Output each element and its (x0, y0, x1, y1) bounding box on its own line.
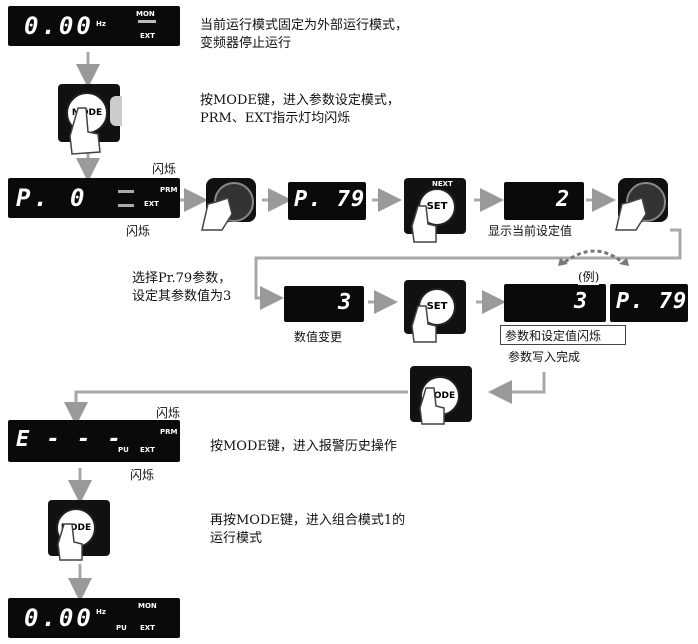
display-value-3b: 3 (504, 284, 606, 322)
display-p79: P. 79 (288, 182, 366, 220)
display-p79-value: P. 79 (294, 187, 366, 212)
display-p79-flash: P. 79 (610, 284, 688, 322)
step2-text-1: 按MODE键，进入参数设定模式， (200, 93, 400, 108)
display-value-2-text: 2 (556, 187, 573, 212)
param-flash-label: 参数和设定值闪烁 (505, 329, 602, 343)
led-bar-2 (118, 204, 134, 207)
display-value-2: 2 (504, 182, 584, 220)
display-error-text: E - - - (16, 427, 123, 452)
display-value-3a-text: 3 (338, 290, 355, 315)
display-final: 0.00 Hz MON PU EXT (8, 598, 180, 638)
adjacent-key-1 (110, 96, 122, 126)
mon-led (138, 20, 156, 23)
display-value-3b-text: 3 (574, 289, 591, 314)
indicator-mon-2: MON (138, 602, 157, 610)
indicator-ext-4: EXT (140, 624, 155, 632)
indicator-prm: PRM (160, 186, 178, 194)
step1-text-2: 变频器停止运行 (200, 36, 292, 51)
hand-icon-4 (615, 197, 647, 231)
flash-label-bottom-2: 闪烁 (130, 468, 155, 482)
display-initial-value: 0.00 (24, 12, 94, 40)
step4-text: 按MODE键，进入报警历史操作 (210, 439, 397, 454)
indicator-pu: PU (118, 446, 129, 454)
mode-key-2-label: MODE (424, 391, 456, 401)
indicator-pu-2: PU (116, 624, 127, 632)
step3-text-1: 选择Pr.79参数， (132, 271, 232, 286)
example-arc (564, 249, 623, 264)
led-bar-1 (118, 190, 134, 193)
hand-icon-1 (69, 107, 101, 155)
display-final-value: 0.00 (24, 604, 94, 632)
display-p0-value: 0 (70, 184, 88, 212)
param-write-label: 参数写入完成 (508, 350, 581, 364)
indicator-hz: Hz (96, 20, 106, 28)
indicator-ext-3: EXT (140, 446, 155, 454)
hand-icon-3 (411, 205, 437, 243)
connector-row3-row4 (254, 228, 682, 310)
example-arc-head-right (619, 258, 629, 266)
example-label: (例) (578, 268, 600, 285)
step2-text-2: PRM、EXT指示灯均闪烁 (200, 111, 351, 126)
flash-label-bottom: 闪烁 (126, 224, 151, 238)
connector-row4-mode (488, 372, 546, 404)
hand-icon-7 (57, 523, 83, 561)
display-p79-flash-text: P. 79 (616, 289, 688, 314)
step3-text-2: 设定其参数值为3 (132, 289, 232, 304)
set-key-2-label: SET (426, 301, 448, 312)
value-change-label: 数值变更 (294, 330, 343, 344)
indicator-hz-2: Hz (96, 608, 106, 616)
step1-text-1: 当前运行模式固定为外部运行模式， (200, 18, 409, 33)
mode-key-3-label: MODE (60, 523, 92, 533)
indicator-mon: MON (136, 10, 155, 18)
flash-label-top-2: 闪烁 (156, 406, 181, 420)
display-value-3a: 3 (284, 286, 364, 322)
indicator-ext-2: EXT (144, 200, 159, 208)
step5-text-1: 再按MODE键，进入组合模式1的 (210, 513, 406, 528)
display-initial: 0.00 Hz MON EXT (8, 6, 180, 46)
connector-mode-error (64, 390, 408, 426)
indicator-prm-2: PRM (160, 428, 178, 436)
display-p0-prefix: P. (16, 184, 51, 212)
step5-text-2: 运行模式 (210, 531, 263, 546)
flash-label-top: 闪烁 (152, 162, 177, 176)
hand-icon-6 (419, 387, 445, 425)
param-flash-box: 参数和设定值闪烁 (500, 325, 626, 345)
set-key-1-label: SET (426, 201, 448, 212)
hand-icon-5 (411, 305, 437, 343)
example-arc-head-left (558, 258, 568, 266)
hand-icon-2 (201, 197, 233, 231)
display-error: E - - - PU EXT PRM (8, 420, 180, 462)
show-value-label: 显示当前设定值 (488, 224, 573, 238)
display-p0: P. 0 PRM EXT (8, 178, 180, 218)
next-label-1: NEXT (432, 180, 453, 188)
indicator-ext: EXT (140, 32, 155, 40)
